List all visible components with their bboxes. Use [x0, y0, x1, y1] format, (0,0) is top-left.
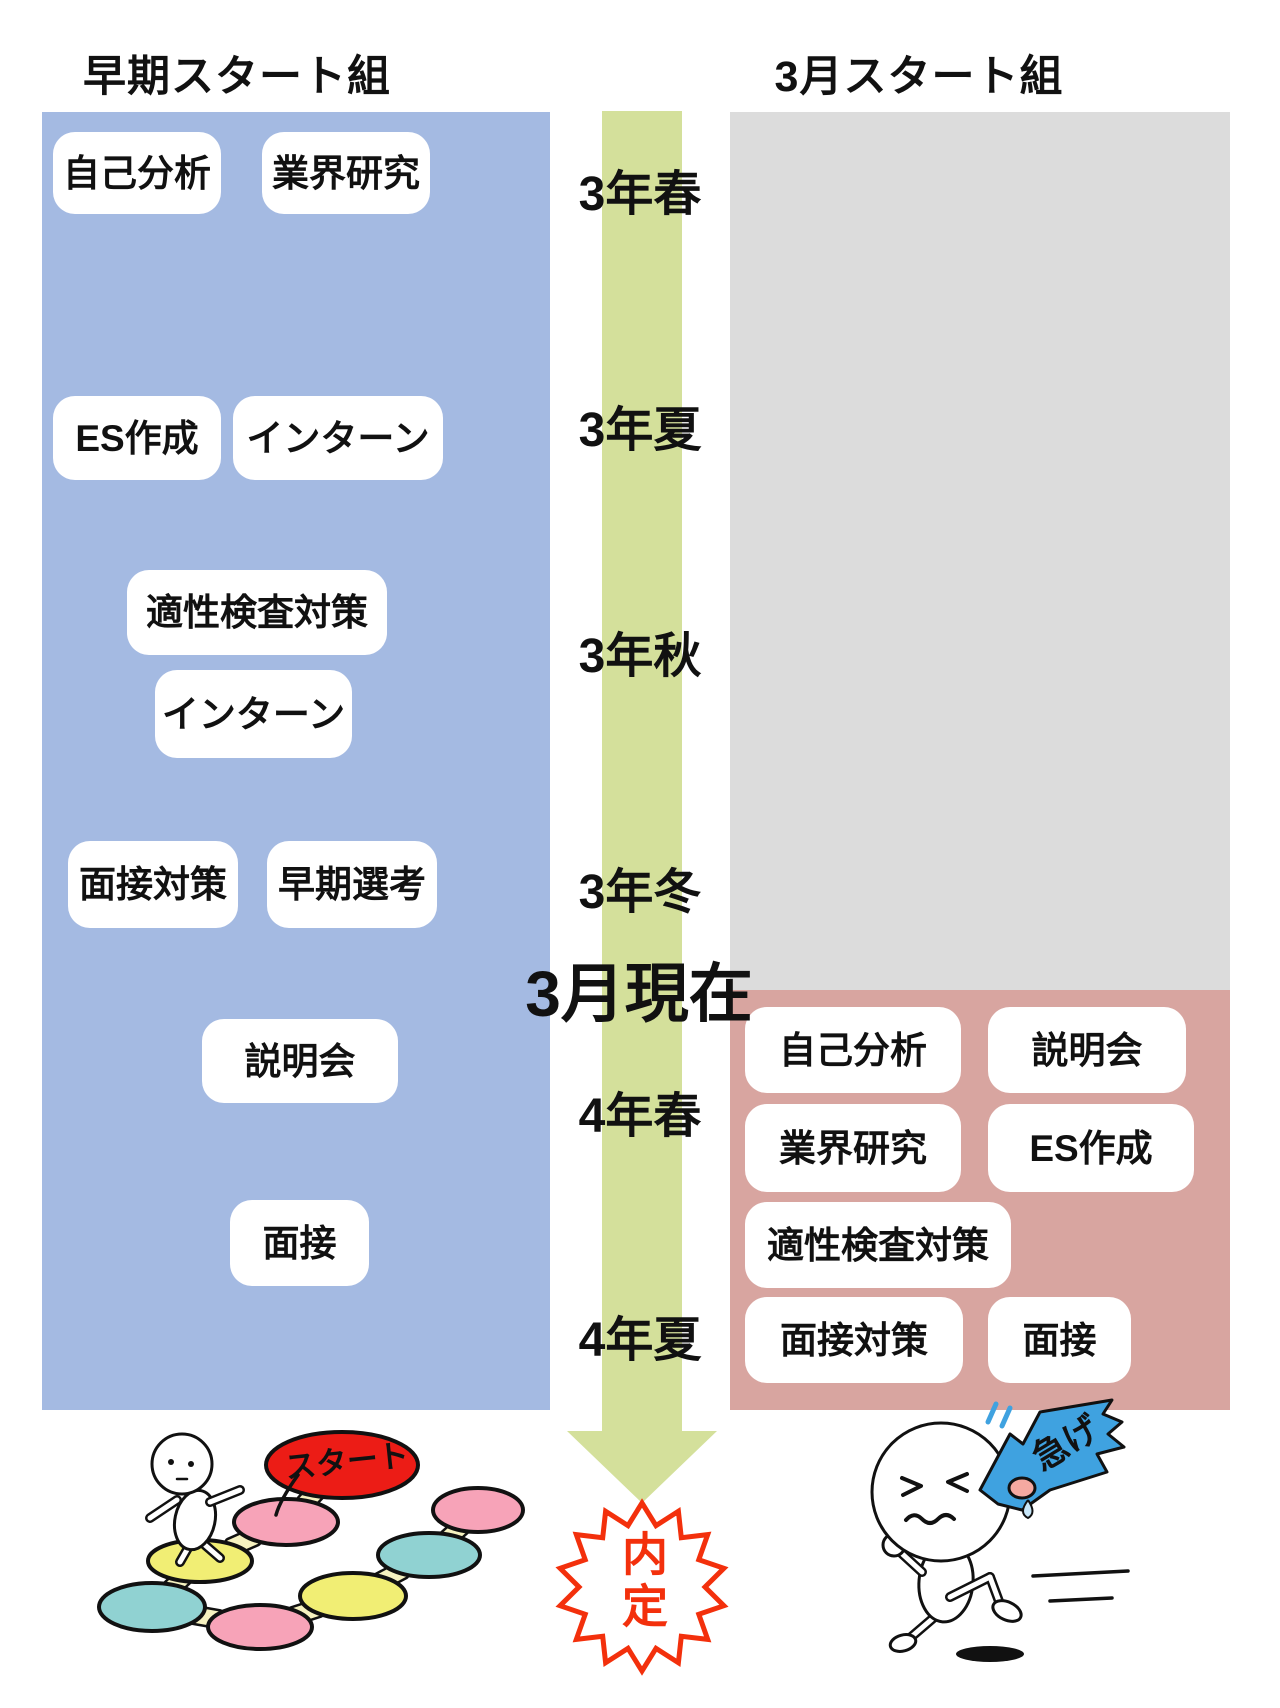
task-early-early-selection: 早期選考: [267, 841, 437, 928]
timeline-arrow: [567, 111, 717, 1503]
task-early-self-analysis: 自己分析: [53, 132, 221, 214]
early-group-panel: [42, 112, 550, 1410]
stepping-stone: [376, 1531, 482, 1579]
running-character: [870, 1421, 1023, 1653]
seal-flower-outline-icon: [555, 1498, 729, 1676]
stepping-stone: [97, 1581, 207, 1633]
stepping-stone: [232, 1497, 340, 1547]
march-group-title: 3月スタート組: [774, 53, 1064, 101]
timeline-label-3rd-year-summer: 3年夏: [578, 404, 702, 457]
timeline-label-3rd-year-winter: 3年冬: [578, 866, 702, 919]
timeline-label-3rd-year-spring: 3年春: [578, 168, 702, 221]
shouting-mouth: [1007, 1476, 1037, 1500]
task-early-internship-autumn: インターン: [155, 670, 352, 758]
stepping-stones-illustration: [97, 1430, 525, 1651]
speed-lines: [1031, 1569, 1130, 1603]
task-march-aptitude-test-prep: 適性検査対策: [745, 1202, 1011, 1288]
job-offer-seal: [555, 1498, 729, 1676]
timeline-label-4th-year-summer: 4年夏: [578, 1314, 702, 1367]
task-early-interview-prep: 面接対策: [68, 841, 238, 928]
stepping-stone: [431, 1486, 525, 1534]
timeline-label-4th-year-spring: 4年春: [578, 1090, 702, 1143]
wavy-mouth: [904, 1513, 956, 1525]
closed-eye-left: [900, 1476, 923, 1497]
stepping-stone: [298, 1571, 408, 1621]
running-character-illustration: [870, 1398, 1130, 1662]
task-early-internship-summer: インターン: [233, 396, 443, 480]
task-march-industry-research: 業界研究: [745, 1104, 961, 1192]
start-stone: [264, 1430, 420, 1500]
walking-character: [145, 1432, 245, 1567]
task-march-info-session: 説明会: [988, 1007, 1186, 1093]
stepping-stone: [206, 1603, 314, 1651]
task-early-es-writing: ES作成: [53, 396, 221, 480]
sweat-drop: [1022, 1499, 1034, 1520]
task-early-aptitude-test-prep: 適性検査対策: [127, 570, 387, 655]
march-group-waiting-panel: [730, 112, 1230, 990]
task-early-info-session: 説明会: [202, 1019, 398, 1103]
task-march-interview-prep: 面接対策: [745, 1297, 963, 1383]
task-march-self-analysis: 自己分析: [745, 1007, 961, 1093]
job-offer-seal-label: 内定: [615, 1530, 669, 1634]
character-head: [150, 1432, 214, 1496]
character-shadow: [956, 1646, 1024, 1662]
task-early-interview: 面接: [230, 1200, 369, 1286]
sweat-ticks: [985, 1401, 1013, 1429]
task-march-es-writing: ES作成: [988, 1104, 1194, 1192]
stepping-stones: [97, 1430, 525, 1651]
timeline-current-marker: 3月現在: [525, 958, 753, 1030]
closed-eye-right: [946, 1472, 969, 1493]
task-early-industry-research: 業界研究: [262, 132, 430, 214]
task-march-interview: 面接: [988, 1297, 1131, 1383]
start-pointer-line: [274, 1473, 300, 1517]
early-group-title: 早期スタート組: [83, 53, 391, 101]
timeline-arrow-shaft: [602, 111, 682, 1433]
timeline-arrow-head: [567, 1431, 717, 1503]
timeline-label-3rd-year-autumn: 3年秋: [578, 630, 702, 683]
